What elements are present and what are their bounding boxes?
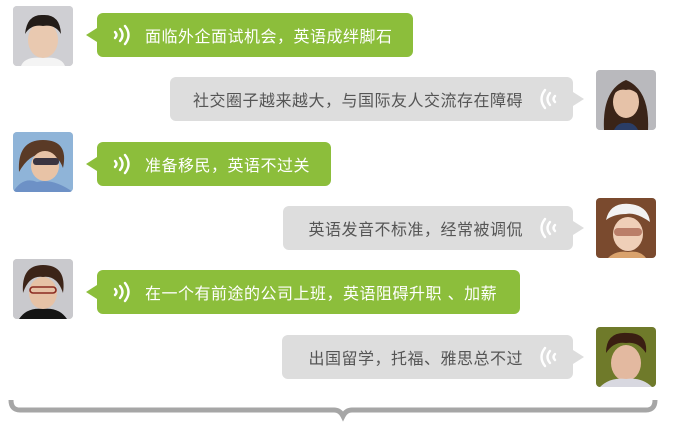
message-text: 出国留学，托福、雅思总不过 <box>308 349 523 368</box>
sound-wave-icon <box>113 153 130 175</box>
chat-bubble-5: 在一个有前途的公司上班，英语阻碍升职 、加薪 <box>86 270 520 314</box>
message-text: 在一个有前途的公司上班，英语阻碍升职 、加薪 <box>145 284 498 303</box>
sound-wave-icon <box>540 346 557 368</box>
message-text: 社交圈子越来越大，与国际友人交流存在障碍 <box>192 91 523 110</box>
sound-wave-icon <box>540 88 557 110</box>
bottom-brace-divider <box>8 399 658 422</box>
chat-bubble-1: 面临外企面试机会，英语成绊脚石 <box>86 13 413 57</box>
message-text: 英语发音不标准，经常被调侃 <box>308 220 523 239</box>
avatar-user-1 <box>13 6 73 66</box>
avatar-user-3 <box>13 132 73 192</box>
chat-bubble-6: 出国留学，托福、雅思总不过 <box>282 335 584 379</box>
chat-bubble-3: 准备移民，英语不过关 <box>86 142 331 186</box>
sound-wave-icon <box>113 281 130 303</box>
message-text: 面临外企面试机会，英语成绊脚石 <box>145 27 393 46</box>
message-text: 准备移民，英语不过关 <box>145 156 311 175</box>
avatar-user-5 <box>13 259 73 319</box>
avatar-user-4 <box>596 198 656 258</box>
chat-bubble-4: 英语发音不标准，经常被调侃 <box>283 206 584 250</box>
avatar-user-2 <box>596 70 656 130</box>
sound-wave-icon <box>540 217 557 239</box>
sound-wave-icon <box>113 24 130 46</box>
chat-bubble-2: 社交圈子越来越大，与国际友人交流存在障碍 <box>170 77 584 121</box>
avatar-user-6 <box>596 327 656 387</box>
